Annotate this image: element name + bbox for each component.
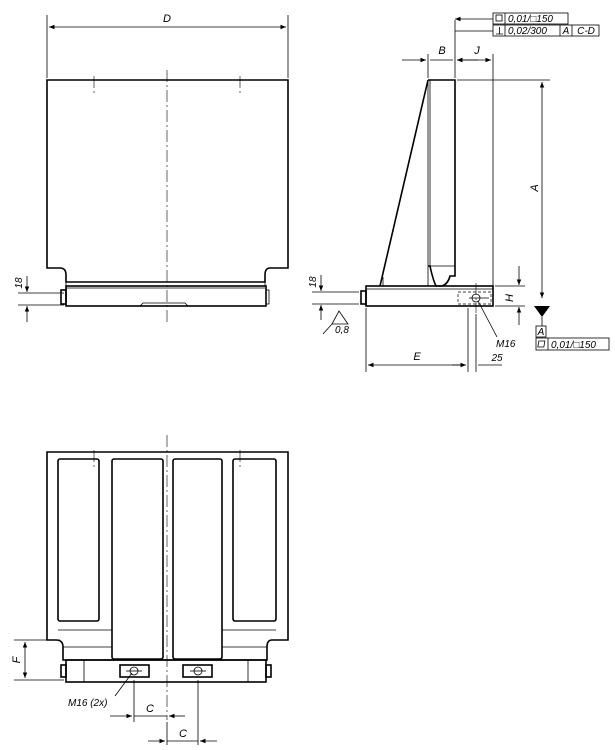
dimension-c-lower: C	[179, 728, 187, 740]
bottom-view: F C C M16 (2x)	[11, 435, 289, 745]
bottom-thread-label: M16 (2x)	[68, 698, 107, 709]
pocket-2	[111, 458, 164, 660]
dimension-18-side: 18	[308, 276, 319, 288]
dimension-a: A	[529, 184, 541, 192]
dimension-25: 25	[490, 353, 503, 364]
side-view: B J A A 0,01/□150 H 18 0,8 E	[308, 20, 610, 372]
datum-triangle-icon	[534, 306, 550, 317]
dimension-c-upper: C	[146, 703, 154, 715]
flatness-top-icon	[495, 14, 503, 22]
front-bolt-left	[60, 289, 67, 305]
flatness-top-value: 0,01/□150	[508, 14, 553, 25]
tolerance-frames: 0,01/□150 0,02/300 A C-D	[455, 12, 600, 37]
perpendicularity-icon	[496, 27, 503, 35]
surface-roughness-icon	[322, 310, 349, 335]
side-rib	[379, 79, 429, 287]
front-plate-outline	[46, 79, 289, 283]
dimension-e: E	[413, 351, 421, 363]
side-bolt	[360, 290, 367, 305]
dimension-b: B	[438, 45, 445, 57]
dimension-j: J	[473, 45, 480, 57]
pocket-4	[232, 458, 277, 622]
flatness-icon	[537, 340, 546, 348]
datum-a-ref: A	[562, 26, 570, 37]
perpendicularity-value: 0,02/300	[508, 26, 547, 37]
thread-hole-left	[119, 664, 150, 678]
side-plate	[428, 79, 456, 287]
datum-a-label: A	[537, 327, 545, 338]
surface-roughness-value: 0,8	[335, 325, 349, 336]
front-slot	[139, 302, 189, 307]
thread-hole-right	[182, 664, 213, 678]
flatness-base-frame	[535, 337, 610, 351]
dimension-f: F	[11, 655, 23, 663]
dimension-18-front: 18	[14, 277, 25, 289]
front-bolt-right	[265, 289, 270, 305]
front-view: D 18	[14, 13, 289, 322]
side-thread-label: M16	[496, 339, 516, 350]
side-thread-hole	[457, 291, 492, 305]
datum-cd-ref: C-D	[577, 26, 595, 37]
flatness-base-value: 0,01/□150	[551, 340, 596, 351]
dimension-d: D	[163, 13, 171, 25]
bottom-base	[65, 659, 267, 683]
pocket-3	[172, 458, 223, 660]
dimension-h: H	[504, 294, 516, 302]
bottom-outline	[46, 451, 289, 661]
pocket-1	[57, 458, 100, 622]
